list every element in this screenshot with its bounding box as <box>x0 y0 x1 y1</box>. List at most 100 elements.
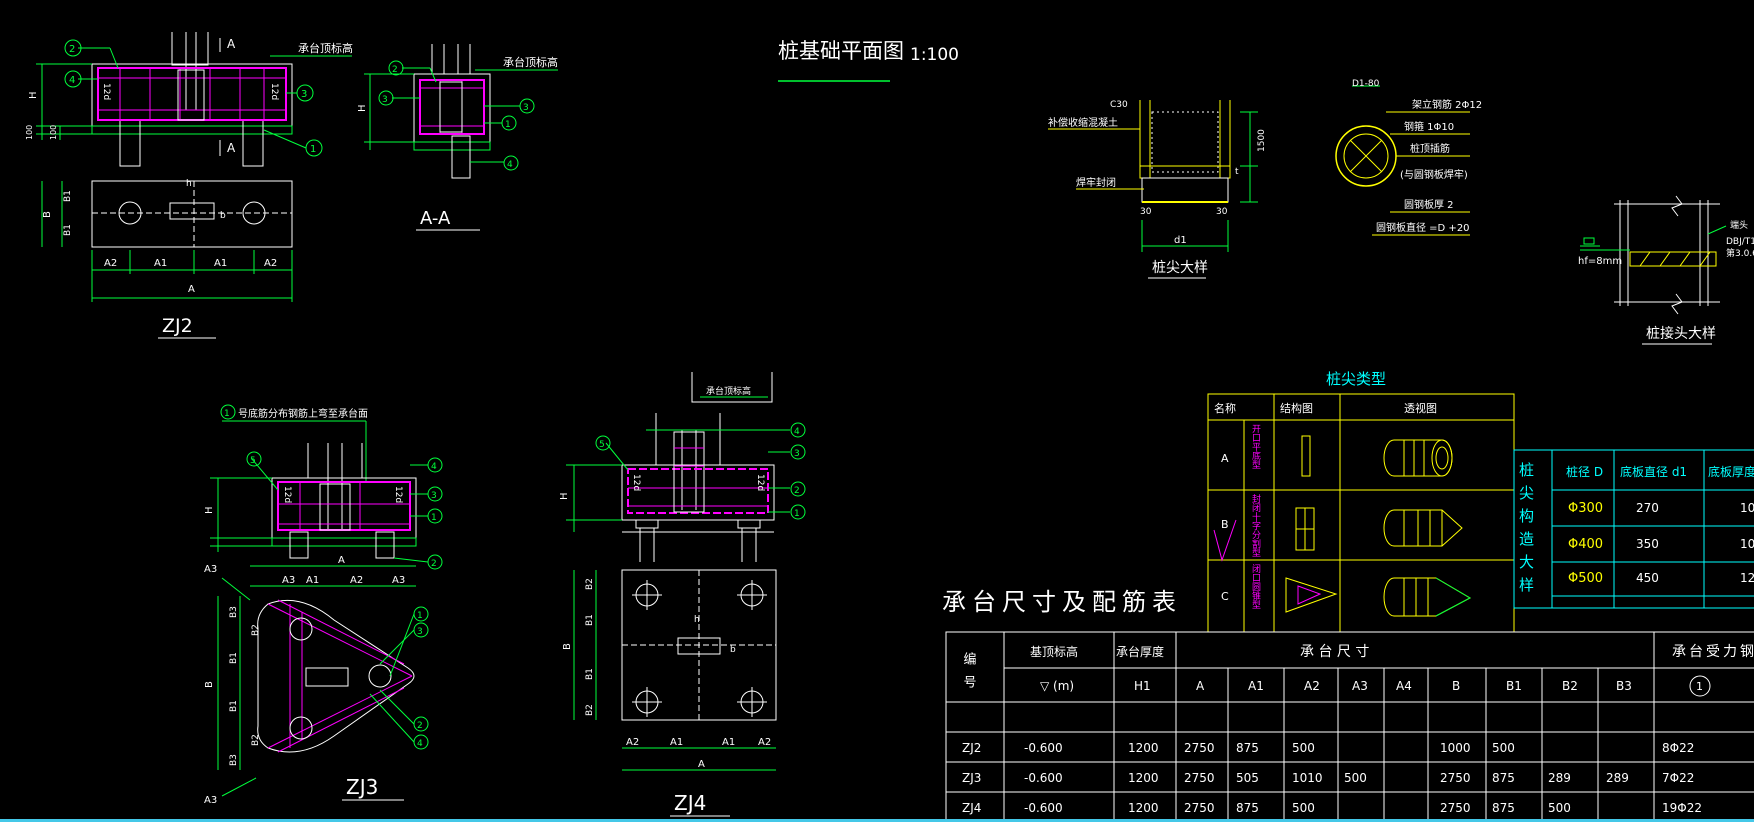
pile-tip-fill-label: 补偿收缩混凝土 <box>1048 116 1118 129</box>
zj2-dim-b1-bottom: B1 <box>63 224 73 236</box>
zj3-callout-4a <box>427 457 443 473</box>
tip-sizes-r1-c0: Φ400 <box>1568 537 1603 552</box>
pile-tip-dim-1500: 1500 <box>1257 129 1267 152</box>
pile-section-detail: D1-80 架立钢筋 2Φ12 钢箍 1Φ10 桩顶插筋 (与圆钢板焊牢) 圆钢… <box>1335 79 1482 236</box>
pile-section-label-6: 圆钢板直径 =D +20 <box>1376 221 1470 234</box>
aa-dim-h: H <box>357 104 368 112</box>
zj3-callout-3b <box>413 622 429 638</box>
cap-table-cell-r0-c4: 875 <box>1236 741 1259 755</box>
zj2-section-mark-top: A <box>227 37 236 51</box>
cap-table-col-b: B <box>1452 679 1460 693</box>
zj2-dim-b: B <box>42 211 53 218</box>
zj4-dim-h: H <box>559 492 570 500</box>
zj4-callout-4-label: 4 <box>794 427 800 437</box>
zj4-name: ZJ4 <box>674 791 706 815</box>
zj4-dim-a1-left: A1 <box>670 737 683 748</box>
cap-table-cell-r0-c5: 500 <box>1292 741 1315 755</box>
pile-section-label-4: (与圆钢板焊牢) <box>1400 168 1468 181</box>
zj2-callout-4-label: 4 <box>69 75 75 86</box>
zj3-detail: 1 号底筋分布钢筋上弯至承台面 12d 12d 5 4 3 1 <box>204 404 443 806</box>
pile-joint-detail: hf=8mm 端头 DBJ/T15 第3.0.6条 桩接头大样 <box>1578 195 1754 345</box>
zj4-callout-1 <box>790 504 806 520</box>
aa-callout-3-left <box>378 90 394 106</box>
cap-table-cell-r2-c4: 875 <box>1236 801 1259 815</box>
aa-cap-top-label: 承台顶标高 <box>503 55 558 69</box>
aa-callout-3-right-label: 3 <box>523 103 529 113</box>
zj4-callout-2-label: 2 <box>794 486 800 496</box>
tip-types-header-2: 透视图 <box>1404 401 1437 415</box>
cap-table-cell-r2-c0: ZJ4 <box>962 801 981 815</box>
zj3-callout-5 <box>246 451 262 467</box>
cap-table-col-b1: B1 <box>1506 679 1522 693</box>
zj2-anchor-left: 12d <box>101 83 111 100</box>
tip-sizes-r0-c0: Φ300 <box>1568 501 1603 516</box>
zj3-note-index <box>220 404 236 420</box>
cap-table-col-b2: B2 <box>1562 679 1578 693</box>
pile-section-label-2: 钢箍 1Φ10 <box>1404 120 1454 133</box>
zj4-dim-a2-right: A2 <box>758 737 771 748</box>
cap-table-cell-r2-c1: -0.600 <box>1024 801 1063 815</box>
cap-table-cell-r2-c12: 19Φ22 <box>1662 801 1702 815</box>
zj3-dim-a3-diag-bottom: A3 <box>204 795 217 806</box>
cap-table-title: 承台尺寸及配筋表 <box>942 588 1182 616</box>
cap-table-col-a: A <box>1196 679 1205 693</box>
cap-table-h-size: 承 台 尺 寸 <box>1300 644 1369 660</box>
cap-table-h-rebar: 承台受力钢 <box>1672 644 1754 660</box>
tip-sizes-r0-c2: 10 <box>1740 501 1754 515</box>
zj3-dim-a1: A1 <box>306 575 319 586</box>
tip-sizes-r1-c2: 10 <box>1740 537 1754 551</box>
zj4-dim-b-plan: b <box>730 645 736 655</box>
zj2-dim-a2-right: A2 <box>264 258 277 269</box>
cap-table-cell-r1-c0: ZJ3 <box>962 771 981 785</box>
zj2-dim-a1-right: A1 <box>214 258 227 269</box>
cap-table-cell-r2-c9: 875 <box>1492 801 1515 815</box>
tip-sizes-table: 桩尖构造大样 桩径 D 底板直径 d1 底板厚度 Φ300 270 10 Φ40… <box>1513 449 1754 609</box>
zj2-anchor-right: 12d <box>269 83 279 100</box>
cap-table-cell-r1-c4: 505 <box>1236 771 1259 785</box>
zj4-dim-b2-bottom: B2 <box>585 704 595 716</box>
zj3-dim-b: B <box>204 681 215 688</box>
aa-name: A-A <box>420 208 451 229</box>
zj3-note: 号底筋分布钢筋上弯至承台面 <box>238 407 368 420</box>
aa-callout-4 <box>503 155 519 171</box>
pile-tip-weld-label: 焊牢封闭 <box>1076 176 1116 189</box>
zj3-dim-b3-bottom: B3 <box>229 754 239 766</box>
pile-tip-dim-d1: d1 <box>1174 235 1187 246</box>
zj3-callout-1b-label: 1 <box>417 611 423 621</box>
zj4-dim-b1-top: B1 <box>585 614 595 626</box>
zj3-dim-a3-left: A3 <box>282 575 295 586</box>
cap-table-cell-r0-c9: 500 <box>1492 741 1515 755</box>
cap-table-h-thick: 承台厚度 <box>1116 644 1164 659</box>
zj2-dim-b-plan: b <box>220 211 226 221</box>
aa-callout-2-label: 2 <box>392 65 398 75</box>
zj4-callout-3 <box>790 444 806 460</box>
zj2-dim-a: A <box>188 284 195 295</box>
drawing-title: 桩基础平面图 <box>778 39 904 63</box>
zj3-callout-3a-label: 3 <box>431 491 437 501</box>
cap-table-cell-r1-c1: -0.600 <box>1024 771 1063 785</box>
tip-type-a-desc: 开口平底型 <box>1250 424 1261 469</box>
zj4-dim-b: B <box>562 643 573 650</box>
cap-table-h-elev: 基顶标高 <box>1030 644 1078 659</box>
zj3-note-index-label: 1 <box>224 409 230 419</box>
aa-callout-2 <box>388 60 404 76</box>
zj4-callout-4 <box>790 422 806 438</box>
zj3-dim-b2-bottom: B2 <box>251 734 261 746</box>
cap-table-h-thick-sub: H1 <box>1134 679 1151 693</box>
zj2-callout-2 <box>64 39 82 57</box>
cap-table-cell-r1-c11: 289 <box>1606 771 1629 785</box>
tip-types-header-1: 结构图 <box>1280 401 1313 415</box>
zj3-callout-2b-label: 2 <box>417 721 423 731</box>
zj2-dim-h-plan: h <box>186 179 192 189</box>
zj4-dim-b2-top: B2 <box>585 578 595 590</box>
zj2-dim-100b: 100 <box>49 125 58 140</box>
zj3-dim-h: H <box>204 506 215 514</box>
cap-table-h-elev-unit: ▽ (m) <box>1040 679 1074 693</box>
tip-sizes-r2-c2: 12 <box>1740 571 1754 585</box>
zj4-dim-a2-left: A2 <box>626 737 639 748</box>
zj2-dim-100a: 100 <box>25 125 34 140</box>
zj3-dim-a: A <box>338 555 345 566</box>
cap-table-cell-r0-c1: -0.600 <box>1024 741 1063 755</box>
pile-tip-name: 桩尖大样 <box>1152 259 1208 276</box>
cap-table-cell-r2-c2: 1200 <box>1128 801 1159 815</box>
